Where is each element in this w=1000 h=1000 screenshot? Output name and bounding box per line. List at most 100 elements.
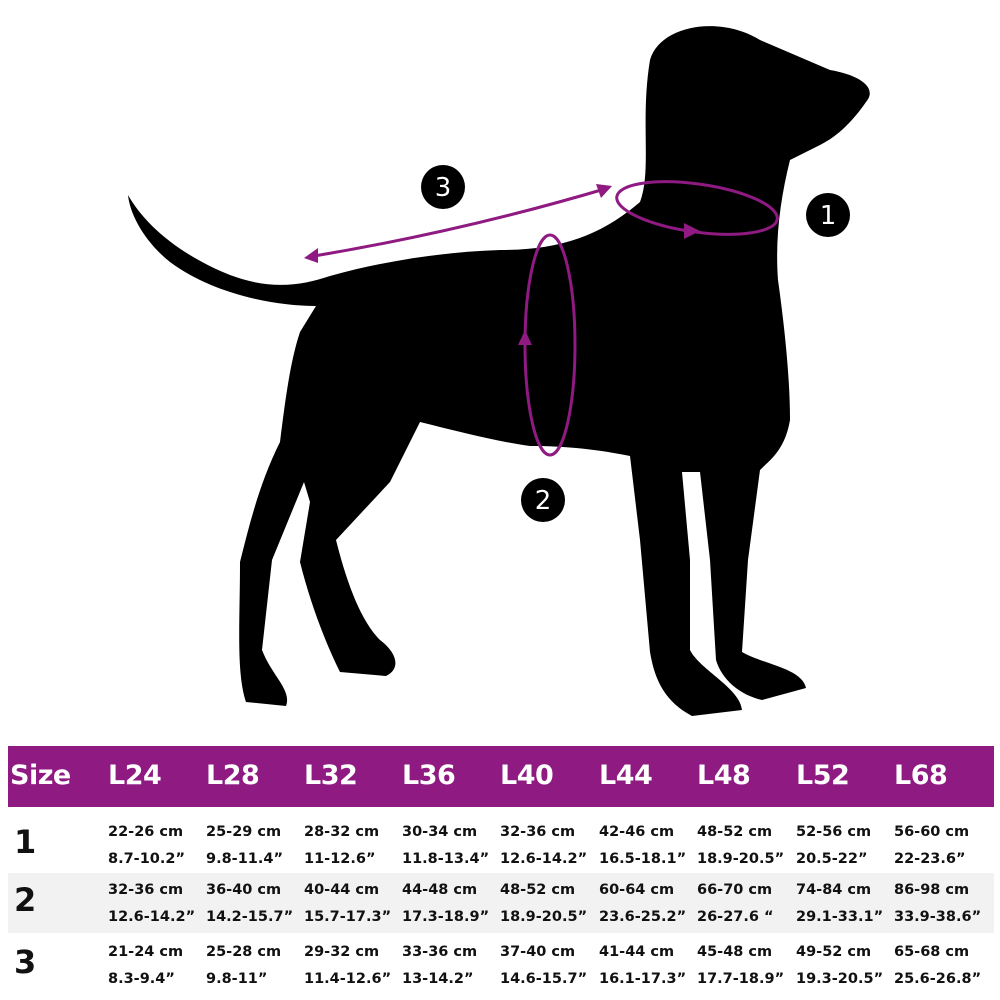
cell-inch-value: 19.3-20.5” xyxy=(796,971,884,987)
table-cell: 21-24 cm 8.3-9.4” xyxy=(108,939,183,993)
cell-inch-value: 23.6-25.2” xyxy=(599,909,687,925)
table-cell: 22-26 cm 8.7-10.2” xyxy=(108,819,185,873)
cell-cm-value: 37-40 cm xyxy=(500,944,576,960)
cell-inch-value: 26-27.6 “ xyxy=(697,909,774,925)
table-cell: 66-70 cm 26-27.6 “ xyxy=(697,877,774,931)
cell-cm-value: 74-84 cm xyxy=(796,882,872,898)
dog-silhouette xyxy=(128,26,870,717)
cell-inch-value: 11.4-12.6” xyxy=(304,971,392,987)
table-row: 1 22-26 cm 8.7-10.2” 25-29 cm 9.8-11.4” 28-32… xyxy=(8,815,994,875)
row-measure-id: 1 xyxy=(14,823,37,861)
back-length-arrow xyxy=(307,186,609,259)
cell-cm-value: 42-46 cm xyxy=(599,824,675,840)
cell-inch-value: 8.7-10.2” xyxy=(108,851,186,867)
cell-cm-value: 29-32 cm xyxy=(304,944,380,960)
table-cell: 40-44 cm 15.7-17.3” xyxy=(304,877,391,931)
cell-inch-value: 16.5-18.1” xyxy=(599,851,687,867)
header-size-l52: L52 xyxy=(796,760,850,791)
table-cell: 48-52 cm 18.9-20.5” xyxy=(697,819,784,873)
table-cell: 60-64 cm 23.6-25.2” xyxy=(599,877,686,931)
cell-cm-value: 25-28 cm xyxy=(206,944,282,960)
table-cell: 52-56 cm 20.5-22” xyxy=(796,819,871,873)
cell-cm-value: 41-44 cm xyxy=(599,944,675,960)
marker-1: 1 xyxy=(806,193,850,237)
cell-cm-value: 22-26 cm xyxy=(108,824,184,840)
cell-inch-value: 17.7-18.9” xyxy=(697,971,785,987)
cell-cm-value: 33-36 cm xyxy=(402,944,478,960)
arrowhead-icon xyxy=(304,248,318,263)
cell-cm-value: 48-52 cm xyxy=(697,824,773,840)
row-measure-id: 2 xyxy=(14,881,37,919)
cell-cm-value: 30-34 cm xyxy=(402,824,478,840)
table-row: 3 21-24 cm 8.3-9.4” 25-28 cm 9.8-11” 29-32 cm… xyxy=(8,935,994,995)
header-size-l68: L68 xyxy=(894,760,948,791)
cell-inch-value: 13-14.2” xyxy=(402,971,474,987)
table-cell: 28-32 cm 11-12.6” xyxy=(304,819,379,873)
cell-cm-value: 21-24 cm xyxy=(108,944,184,960)
cell-inch-value: 18.9-20.5” xyxy=(697,851,785,867)
table-cell: 41-44 cm 16.1-17.3” xyxy=(599,939,686,993)
arrowhead-icon xyxy=(684,223,700,239)
dog-measurement-diagram: 3 1 2 xyxy=(128,26,870,717)
marker-3: 3 xyxy=(421,165,465,209)
cell-inch-value: 11-12.6” xyxy=(304,851,376,867)
cell-inch-value: 14.6-15.7” xyxy=(500,971,588,987)
header-size-label: Size xyxy=(10,760,71,791)
cell-cm-value: 65-68 cm xyxy=(894,944,970,960)
table-cell: 32-36 cm 12.6-14.2” xyxy=(108,877,195,931)
table-cell: 36-40 cm 14.2-15.7” xyxy=(206,877,293,931)
cell-cm-value: 36-40 cm xyxy=(206,882,282,898)
table-cell: 29-32 cm 11.4-12.6” xyxy=(304,939,391,993)
marker-2: 2 xyxy=(521,478,565,522)
cell-cm-value: 52-56 cm xyxy=(796,824,872,840)
svg-text:1: 1 xyxy=(820,201,837,231)
cell-cm-value: 32-36 cm xyxy=(500,824,576,840)
cell-cm-value: 32-36 cm xyxy=(108,882,184,898)
table-cell: 65-68 cm 25.6-26.8” xyxy=(894,939,981,993)
cell-cm-value: 45-48 cm xyxy=(697,944,773,960)
cell-inch-value: 17.3-18.9” xyxy=(402,909,490,925)
cell-inch-value: 33.9-38.6” xyxy=(894,909,982,925)
cell-inch-value: 9.8-11.4” xyxy=(206,851,284,867)
cell-inch-value: 29.1-33.1” xyxy=(796,909,884,925)
header-size-l48: L48 xyxy=(697,760,751,791)
cell-inch-value: 16.1-17.3” xyxy=(599,971,687,987)
row-measure-id: 3 xyxy=(14,943,37,981)
arrowhead-icon xyxy=(596,184,612,198)
header-size-l32: L32 xyxy=(304,760,358,791)
header-size-l44: L44 xyxy=(599,760,653,791)
table-cell: 44-48 cm 17.3-18.9” xyxy=(402,877,489,931)
cell-cm-value: 44-48 cm xyxy=(402,882,478,898)
table-cell: 42-46 cm 16.5-18.1” xyxy=(599,819,686,873)
cell-inch-value: 14.2-15.7” xyxy=(206,909,294,925)
cell-cm-value: 25-29 cm xyxy=(206,824,282,840)
cell-inch-value: 12.6-14.2” xyxy=(108,909,196,925)
header-size-l36: L36 xyxy=(402,760,456,791)
header-size-l40: L40 xyxy=(500,760,554,791)
cell-cm-value: 28-32 cm xyxy=(304,824,380,840)
cell-cm-value: 49-52 cm xyxy=(796,944,872,960)
cell-inch-value: 9.8-11” xyxy=(206,971,268,987)
cell-cm-value: 60-64 cm xyxy=(599,882,675,898)
table-cell: 86-98 cm 33.9-38.6” xyxy=(894,877,981,931)
table-cell: 37-40 cm 14.6-15.7” xyxy=(500,939,587,993)
table-cell: 49-52 cm 19.3-20.5” xyxy=(796,939,883,993)
cell-inch-value: 8.3-9.4” xyxy=(108,971,175,987)
cell-inch-value: 20.5-22” xyxy=(796,851,868,867)
cell-cm-value: 40-44 cm xyxy=(304,882,380,898)
cell-inch-value: 12.6-14.2” xyxy=(500,851,588,867)
table-cell: 74-84 cm 29.1-33.1” xyxy=(796,877,883,931)
cell-cm-value: 66-70 cm xyxy=(697,882,773,898)
cell-cm-value: 86-98 cm xyxy=(894,882,970,898)
cell-inch-value: 15.7-17.3” xyxy=(304,909,392,925)
table-row: 2 32-36 cm 12.6-14.2” 36-40 cm 14.2-15.7” 40-… xyxy=(8,873,994,933)
cell-inch-value: 25.6-26.8” xyxy=(894,971,982,987)
cell-inch-value: 18.9-20.5” xyxy=(500,909,588,925)
table-cell: 25-28 cm 9.8-11” xyxy=(206,939,281,993)
header-size-l28: L28 xyxy=(206,760,260,791)
table-cell: 25-29 cm 9.8-11.4” xyxy=(206,819,283,873)
